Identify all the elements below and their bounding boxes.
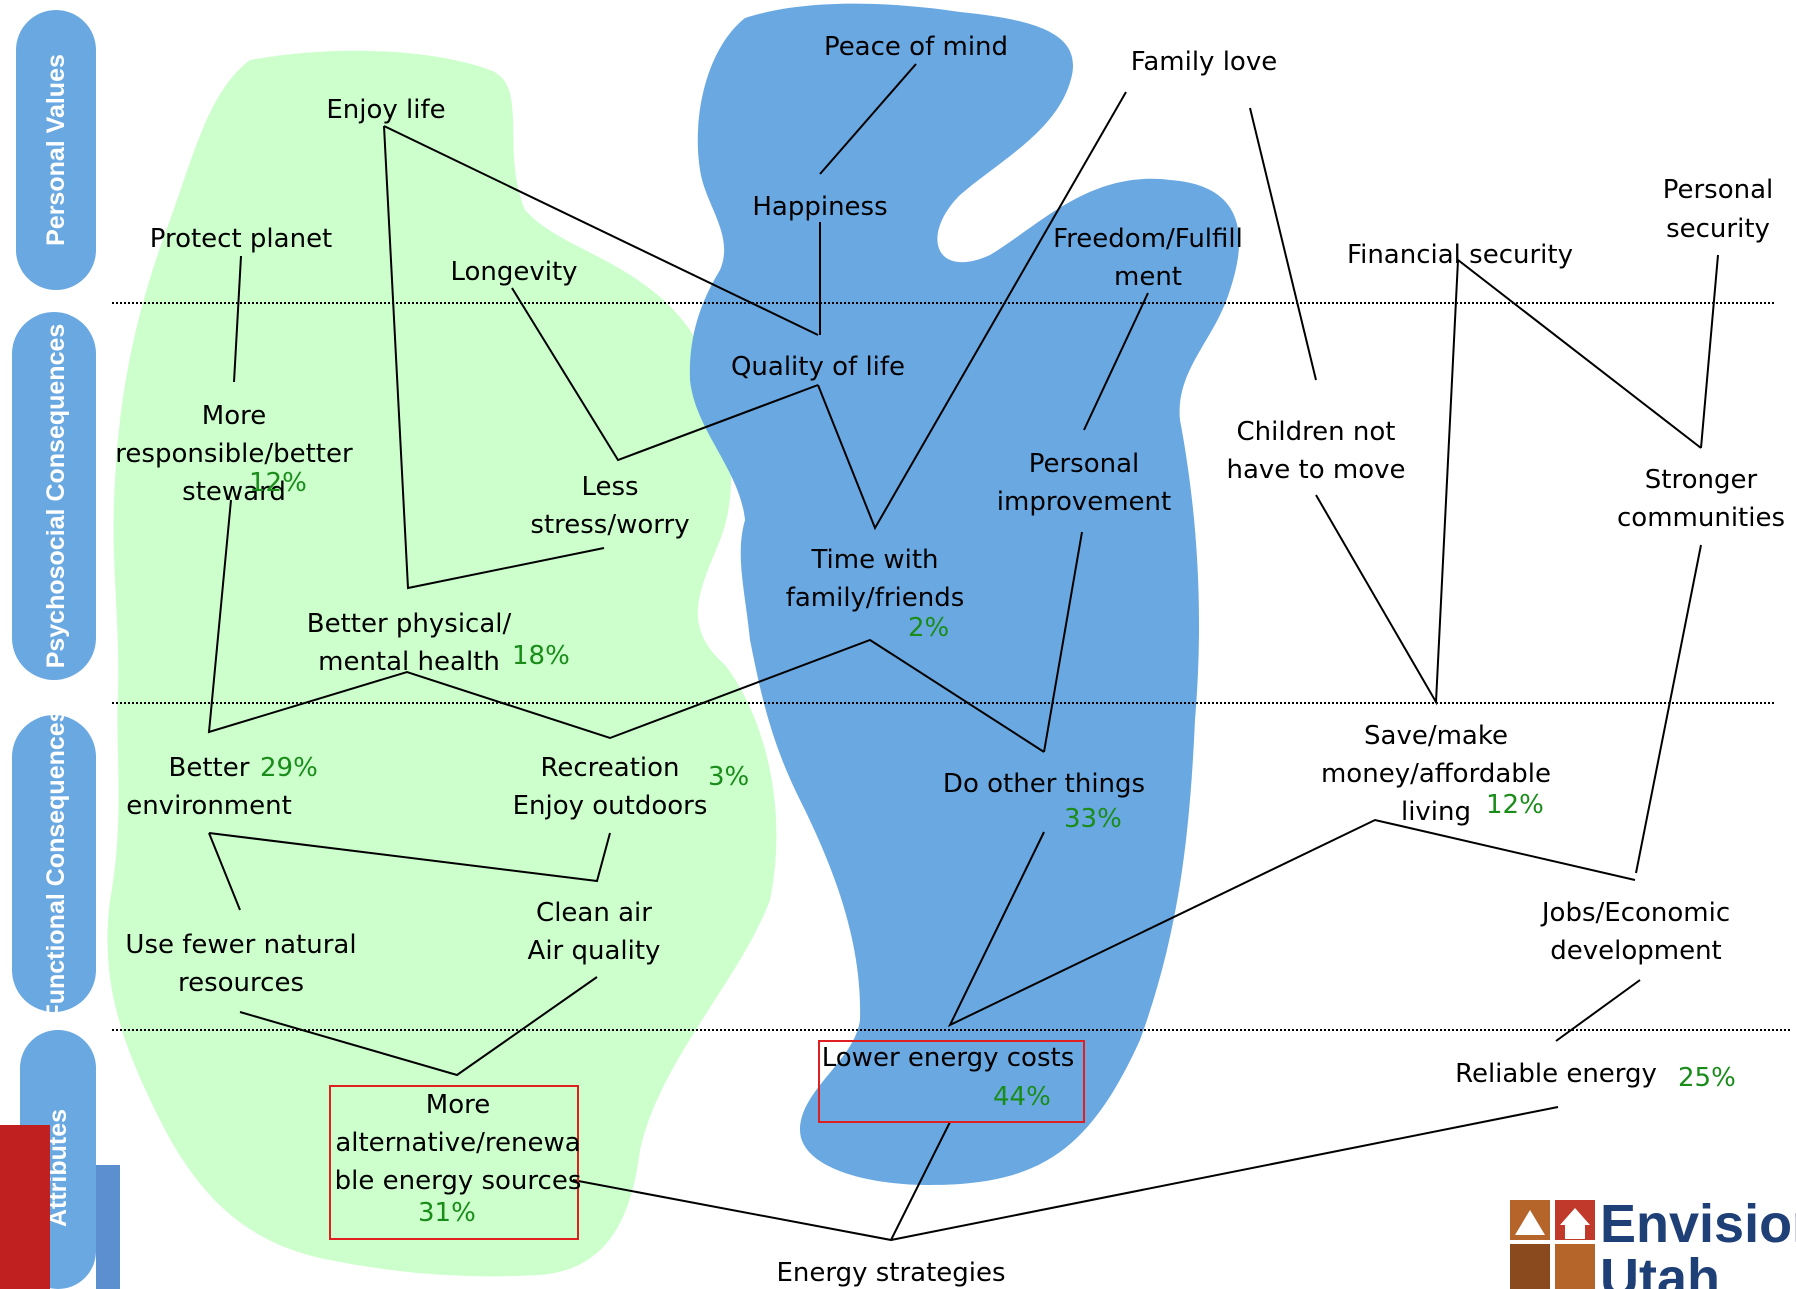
percent-alt-energy: 31% (418, 1198, 476, 1228)
percent-lower-energy-costs: 44% (993, 1082, 1051, 1112)
node-enjoy-life: Enjoy life (326, 95, 445, 125)
node-alt-energy: ble energy sources (335, 1166, 582, 1196)
node-save-money: money/affordable (1321, 759, 1551, 789)
connection-lines (207, 63, 1719, 1242)
node-energy-strategies: Energy strategies (776, 1258, 1005, 1288)
level-label-text: Psychosocial Consequences (42, 324, 70, 669)
node-time-with-family: family/friends (786, 583, 965, 613)
node-peace-of-mind: Peace of mind (824, 32, 1008, 62)
node-jobs-economic: Jobs/Economic (1540, 898, 1730, 928)
node-financial-security: Financial security (1347, 240, 1573, 270)
node-better-health: mental health (318, 647, 500, 677)
node-use-fewer-resources: resources (178, 968, 304, 998)
node-reliable-energy: Reliable energy (1455, 1059, 1657, 1089)
node-personal-security: security (1666, 214, 1770, 244)
node-less-stress: stress/worry (530, 510, 689, 540)
decorative-bar-red (0, 1125, 50, 1289)
level-label-psychosocial: Psychosocial Consequences (12, 312, 96, 680)
node-less-stress: Less (581, 472, 638, 502)
node-better-environment: environment (126, 791, 292, 821)
node-clean-air: Clean air (536, 898, 652, 928)
node-use-fewer-resources: Use fewer natural (125, 930, 356, 960)
node-stronger-communities: Stronger (1645, 465, 1758, 495)
percent-do-other-things: 33% (1064, 804, 1122, 834)
node-quality-of-life: Quality of life (731, 352, 905, 382)
node-more-responsible: More (202, 401, 266, 431)
node-happiness: Happiness (752, 192, 887, 222)
node-labels: Peace of mind Family love Enjoy life Hap… (115, 32, 1785, 1288)
percent-recreation: 3% (708, 762, 749, 792)
node-jobs-economic: development (1550, 936, 1722, 966)
decorative-bar-blue (96, 1165, 120, 1289)
percent-reliable-energy: 25% (1678, 1063, 1736, 1093)
blue-quality-region (689, 3, 1240, 1186)
node-recreation: Recreation (540, 753, 679, 783)
node-stronger-communities: communities (1617, 503, 1785, 533)
node-freedom-fulfillment: ment (1114, 262, 1182, 292)
node-lower-energy-costs: Lower energy costs (822, 1043, 1075, 1073)
node-save-money: living (1401, 797, 1471, 827)
node-personal-improvement: improvement (997, 487, 1171, 517)
node-protect-planet: Protect planet (150, 224, 333, 254)
highlight-box-lower-energy-costs (818, 1040, 1085, 1123)
node-save-money: Save/make (1364, 721, 1508, 751)
level-label-personal-values: Personal Values (16, 10, 96, 290)
logo-emblem-icon (1510, 1200, 1595, 1289)
percent-time-with-family: 2% (908, 613, 949, 643)
node-personal-security: Personal (1663, 175, 1774, 205)
node-alt-energy: alternative/renewa (335, 1128, 580, 1158)
percentage-labels: 12% 2% 18% 29% 3% 33% 12% 44% 25% 31% (249, 468, 1736, 1228)
percent-more-responsible: 12% (249, 468, 307, 498)
level-label-text: Personal Values (42, 54, 70, 246)
envision-utah-logo: Envision Utah (1510, 1194, 1796, 1289)
node-children-not-move: have to move (1226, 455, 1405, 485)
node-more-responsible: responsible/better (115, 439, 353, 469)
node-personal-improvement: Personal (1029, 449, 1140, 479)
node-children-not-move: Children not (1236, 417, 1395, 447)
logo-text-utah: Utah (1600, 1248, 1720, 1289)
node-better-environment: Better (169, 753, 250, 783)
node-freedom-fulfillment: Freedom/Fulfill (1053, 224, 1243, 254)
node-do-other-things: Do other things (943, 769, 1145, 799)
green-environment-region (107, 50, 777, 1277)
highlight-box-alt-energy (329, 1085, 579, 1240)
logo-text-envision: Envision (1600, 1194, 1796, 1254)
percent-better-health: 18% (512, 641, 570, 671)
node-time-with-family: Time with (810, 545, 938, 575)
percent-better-environment: 29% (260, 753, 318, 783)
node-more-responsible: steward (182, 477, 286, 507)
node-better-health: Better physical/ (307, 609, 512, 639)
node-clean-air: Air quality (528, 936, 661, 966)
node-longevity: Longevity (450, 257, 577, 287)
node-alt-energy: More (426, 1090, 490, 1120)
node-recreation: Enjoy outdoors (513, 791, 708, 821)
level-label-functional: Functional Consequences (12, 708, 96, 1020)
level-label-text: Functional Consequences (42, 708, 70, 1019)
percent-save-money: 12% (1486, 790, 1544, 820)
node-family-love: Family love (1131, 47, 1277, 77)
